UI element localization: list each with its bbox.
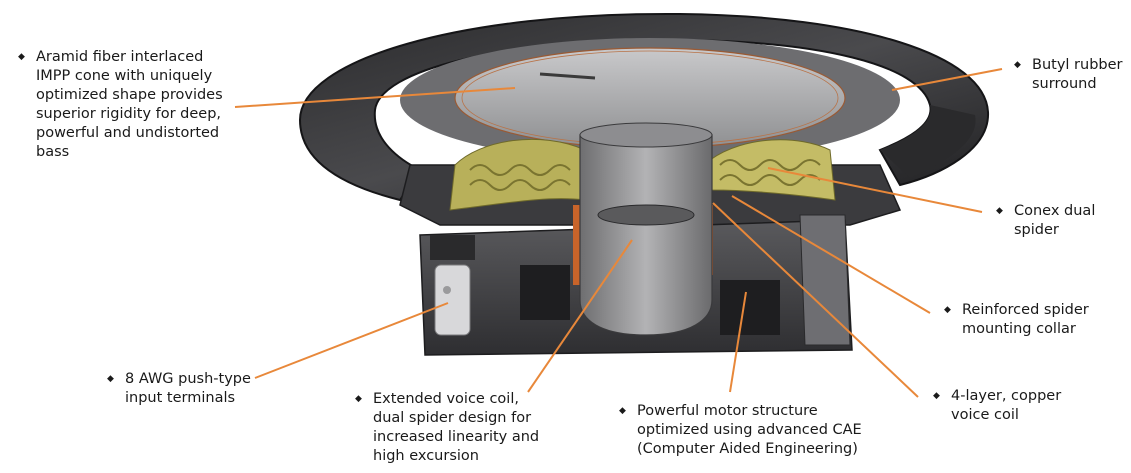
- bullet-collar: ◆: [944, 305, 951, 315]
- callout-voice-coil: 4-layer, copper voice coil: [951, 388, 1062, 423]
- bullet-terminals: ◆: [107, 374, 114, 384]
- leader-voice-coil: [712, 202, 919, 398]
- bullet-voice-coil: ◆: [933, 391, 940, 401]
- pole-piece: [579, 122, 713, 336]
- callout-collar: Reinforced spider mounting collar: [962, 302, 1089, 337]
- callout-cone: Aramid fiber interlaced IMPP cone with u…: [36, 49, 223, 160]
- leader-collar: [731, 195, 931, 314]
- callout-extended-coil: Extended voice coil, dual spider design …: [373, 391, 540, 464]
- callout-terminals: 8 AWG push-type input terminals: [125, 371, 251, 406]
- input-terminals: [430, 235, 475, 336]
- callout-motor: Powerful motor structure optimized using…: [637, 403, 862, 457]
- bullet-spider: ◆: [996, 206, 1003, 216]
- leader-terminals: [254, 302, 449, 379]
- spider-left: [449, 138, 586, 211]
- bullet-extended-coil: ◆: [355, 394, 362, 404]
- callout-surround: Butyl rubber surround: [1032, 57, 1123, 92]
- leader-lines: [234, 68, 1003, 398]
- leader-surround: [891, 68, 1003, 91]
- cone: [400, 38, 900, 162]
- leader-spider: [767, 167, 983, 213]
- bullet-surround: ◆: [1014, 60, 1021, 70]
- callout-spider: Conex dual spider: [1014, 203, 1096, 238]
- leader-motor: [729, 291, 747, 393]
- surround-ring: [298, 12, 990, 202]
- bullet-motor: ◆: [619, 406, 626, 416]
- leader-cone: [234, 87, 516, 108]
- motor-magnet: [520, 214, 851, 346]
- bullet-cone: ◆: [18, 52, 25, 62]
- leader-extended-coil: [527, 239, 633, 393]
